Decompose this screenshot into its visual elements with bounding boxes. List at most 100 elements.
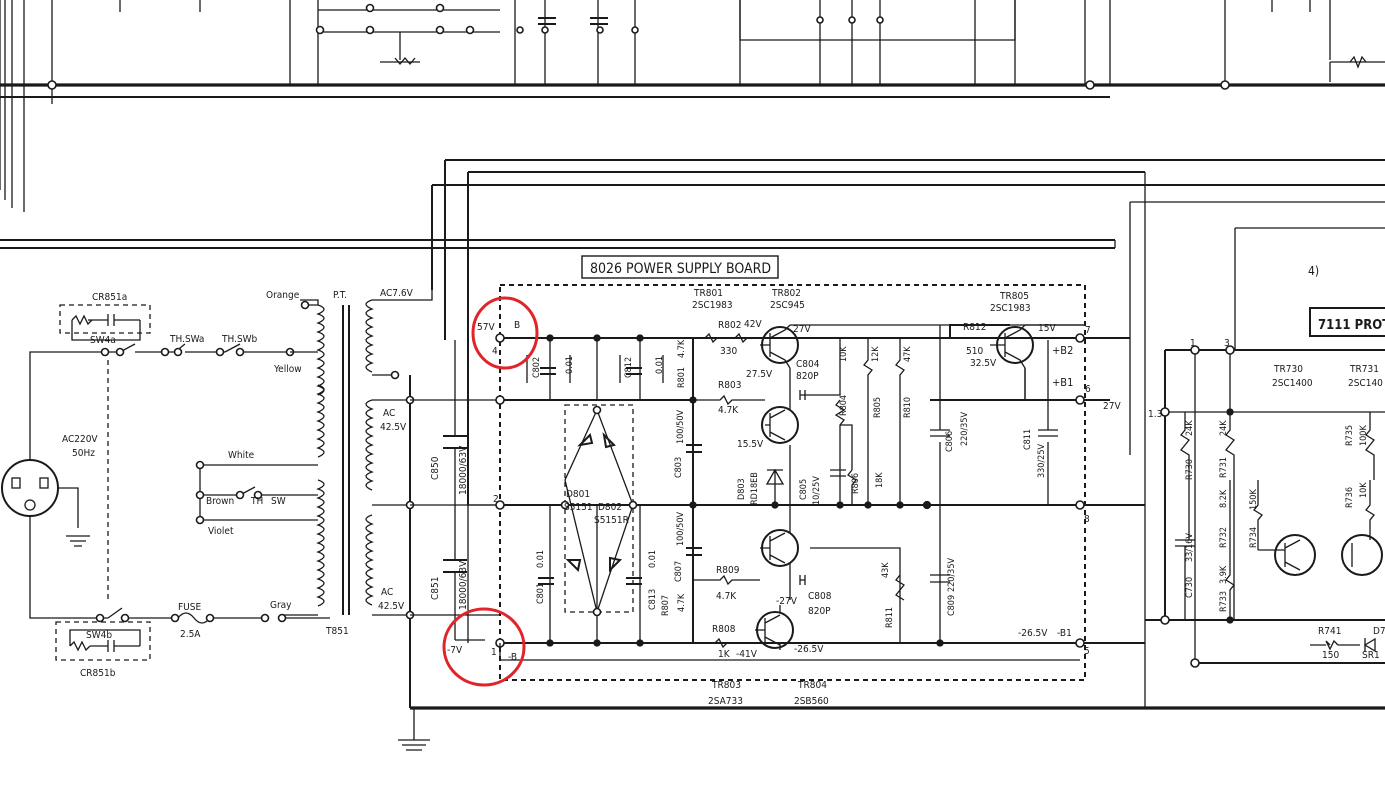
tr803-value: 2SA733 — [708, 696, 743, 707]
transformer-ref: T851 — [325, 626, 349, 637]
c813-value: 0.01 — [648, 550, 658, 568]
labels: 8026 POWER SUPPLY BOARD 7111 PROT 4) AC2… — [62, 255, 1385, 707]
tap-425-2: 42.5V — [378, 601, 405, 612]
tr731-ref: TR731 — [1349, 364, 1379, 375]
d801-label: D801 — [566, 489, 590, 500]
c807-value: 100/50V — [676, 512, 686, 546]
power-transformer — [195, 290, 433, 751]
r805-ref: R805 — [873, 397, 883, 418]
volt-42v: 42V — [744, 319, 762, 330]
r801-ref: R801 — [677, 367, 687, 388]
d803-value: RD18EB — [750, 472, 760, 505]
c811-value: 330/25V — [1037, 444, 1047, 478]
sw4a-label: SW4a — [90, 335, 116, 346]
tap-425-1: 42.5V — [380, 422, 407, 433]
pin-1: 1 — [491, 647, 497, 658]
wire-th: TH — [250, 496, 263, 507]
r732-ref: R732 — [1219, 527, 1229, 548]
r804-ref: R804 — [839, 395, 849, 416]
pin-plus-b1: +B1 — [1052, 376, 1073, 389]
highlight-circle-bottom — [442, 607, 526, 687]
d801-value: S5151 — [564, 502, 593, 513]
c812-ref: C812 — [624, 357, 634, 378]
c803-value: 100/50V — [676, 410, 686, 444]
r806-ref: R806 — [851, 473, 861, 494]
cr851a-label: CR851a — [92, 292, 127, 303]
r804-value: 10K — [839, 346, 849, 362]
c811-ref: C811 — [1023, 429, 1033, 450]
c802-value: 0.01 — [565, 356, 575, 374]
volt-15v: 15V — [1038, 323, 1056, 334]
r812-value: 510 — [966, 346, 983, 357]
r801-value: 4.7K — [677, 339, 687, 358]
right-pin-1: 1 — [1190, 338, 1196, 349]
pin-minus-b1: -B1 — [1057, 628, 1072, 639]
r733-value: 3.9K — [1219, 565, 1229, 584]
wire-orange: Orange — [266, 290, 300, 301]
scribble: 4) — [1308, 264, 1319, 278]
highlight-circle-top — [471, 296, 539, 370]
r807-value: 4.7K — [677, 593, 687, 612]
c805-value: 10/25V — [812, 476, 822, 505]
wire-gray: Gray — [270, 600, 292, 611]
sr1-ref: SR1 — [1362, 650, 1380, 661]
tr730-ref: TR730 — [1273, 364, 1303, 375]
c804-value: 820P — [796, 371, 819, 382]
pin-b: B — [514, 320, 520, 331]
thswa-label: TH.SWa — [169, 334, 204, 345]
pin-plus-b2: +B2 — [1052, 344, 1073, 357]
c808-value: 820P — [808, 606, 831, 617]
tap-ac-2: AC — [381, 587, 393, 598]
r734-ref: R734 — [1249, 527, 1259, 548]
r734-value: 150K — [1249, 489, 1259, 510]
c809-ref: C809 — [947, 595, 957, 616]
power-supply-board — [467, 284, 1145, 681]
transformer-name: P.T. — [333, 290, 347, 301]
c850-value: 18000/63V — [458, 445, 469, 495]
c805-ref: C805 — [799, 479, 809, 500]
fuse-rating: 2.5A — [180, 629, 201, 640]
mains-voltage: AC220V — [62, 434, 98, 445]
r803-value: 4.7K — [718, 405, 739, 416]
mains-input — [1, 304, 330, 661]
pin-5: 5 — [1084, 646, 1090, 657]
volt-minus-27v: -27V — [776, 596, 798, 607]
volt-minus-41v: -41V — [736, 649, 758, 660]
c812-value: 0.01 — [655, 356, 665, 374]
wire-yellow: Yellow — [273, 364, 302, 375]
volt-minus-265v-b: -26.5V — [1018, 628, 1048, 639]
volt-155v: 15.5V — [737, 439, 764, 450]
wire-white: White — [228, 450, 255, 461]
mains-frequency: 50Hz — [72, 448, 95, 459]
c851-value: 18000/63V — [458, 560, 469, 610]
pin-8: 8 — [1084, 514, 1090, 525]
tr804-value: 2SB560 — [794, 696, 829, 707]
volt-57v: 57V — [477, 322, 495, 333]
r808-ref: R808 — [712, 624, 736, 635]
tr801-value: 2SC1983 — [692, 300, 733, 311]
volt-13: 1.3 — [1148, 409, 1162, 420]
thswb-label: TH.SWb — [221, 334, 258, 345]
tap-ac-1: AC — [383, 408, 395, 419]
pin-4: 4 — [492, 346, 498, 357]
fuse-label: FUSE — [178, 602, 201, 613]
r809-ref: R809 — [716, 565, 740, 576]
bus-lines — [0, 159, 1385, 710]
r730-value: 24K — [1185, 420, 1195, 436]
c809-value: 220/35V — [947, 558, 957, 592]
r731-value: 24K — [1219, 420, 1229, 436]
highlight-annotations — [442, 296, 539, 687]
r811-ref: R811 — [885, 607, 895, 628]
r732-value: 8.2K — [1219, 489, 1229, 508]
pin-7: 7 — [1085, 325, 1091, 336]
d802-value: S5151R — [594, 515, 629, 526]
c801-ref: C801 — [536, 583, 546, 604]
volt-27v-a: 27V — [793, 324, 811, 335]
r741-value: 150 — [1322, 650, 1339, 661]
right-protection-board — [1145, 307, 1385, 668]
r736-value: 10K — [1359, 482, 1369, 498]
tr802-ref: TR802 — [771, 288, 801, 299]
wire-sw: SW — [271, 496, 286, 507]
tr730-value: 2SC1400 — [1272, 378, 1313, 389]
wire-violet: Violet — [208, 526, 234, 537]
